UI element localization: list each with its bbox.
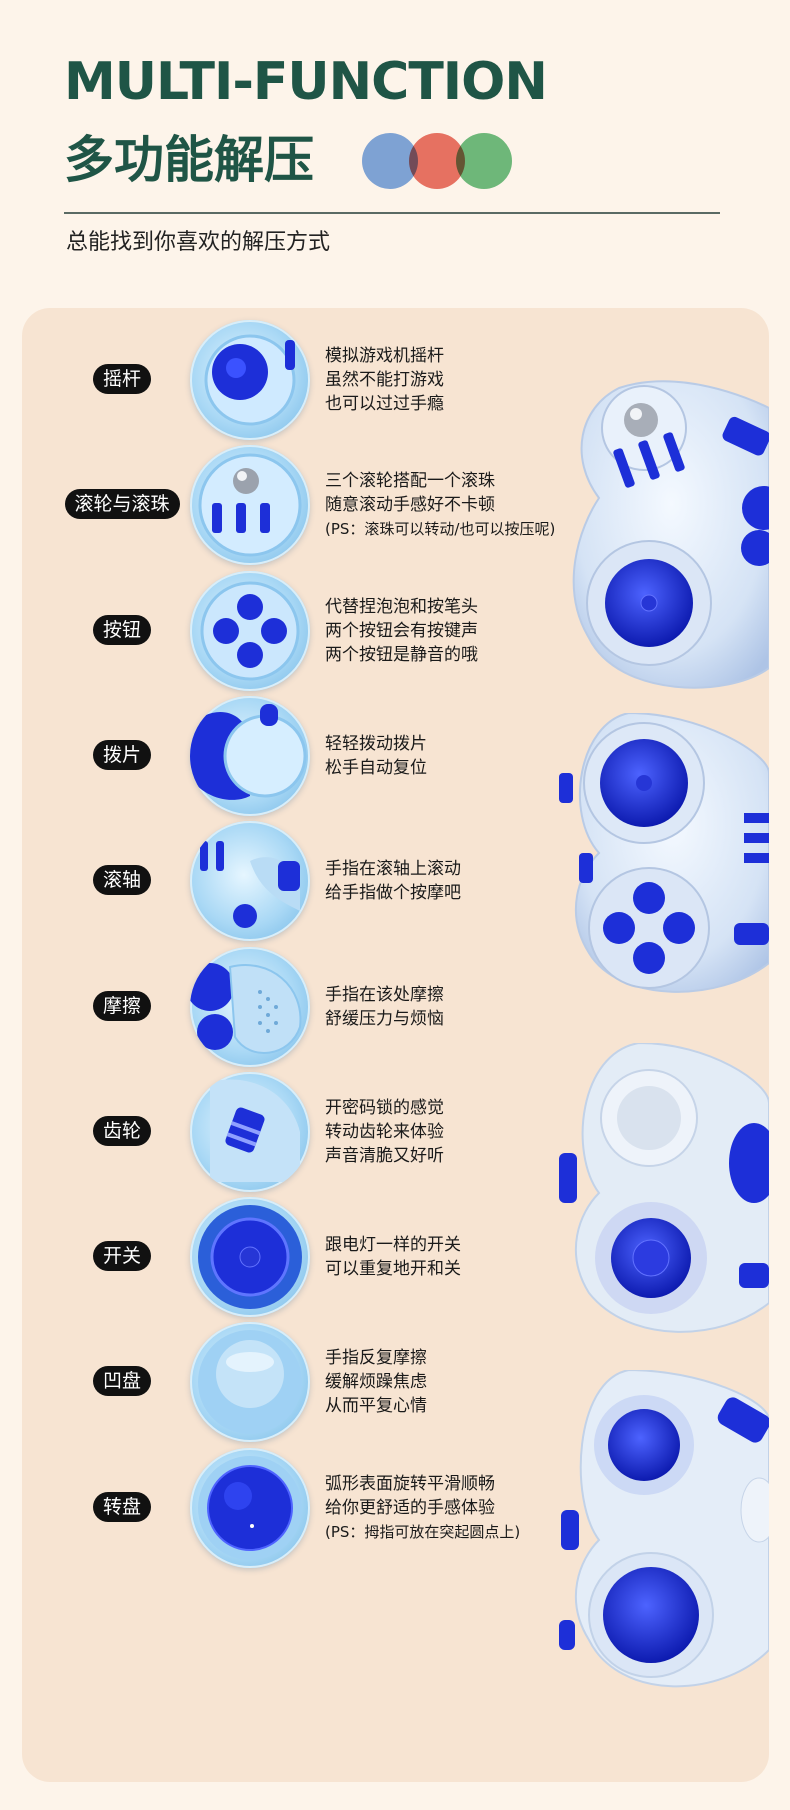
feature-label-badge: 凹盘 [93, 1366, 152, 1397]
description-line: 跟电灯一样的开关 [325, 1235, 461, 1256]
feature-label-badge: 摩擦 [93, 990, 152, 1021]
concave-disc-icon [190, 1322, 310, 1443]
feature-label-badge: 转盘 [93, 1491, 152, 1522]
roller-ball-icon [190, 445, 310, 566]
friction-icon [190, 946, 310, 1067]
description-line: 舒缓压力与烦恼 [325, 1008, 444, 1029]
product-photo-bottom [559, 1370, 769, 1700]
description-line: 三个滚轮搭配一个滚珠 [325, 471, 495, 492]
description-line: 模拟游戏机摇杆 [325, 346, 444, 366]
description-line: 虽然不能打游戏 [325, 370, 444, 390]
description-line: 代替捏泡泡和按笔头 [325, 596, 478, 617]
description-line: 开密码锁的感觉 [325, 1097, 444, 1118]
product-photo-top [559, 368, 769, 698]
feature-row: 摩擦 手指在该处摩擦舒缓压力与烦恼 [22, 946, 582, 1069]
feature-label-badge: 拨片 [93, 739, 152, 770]
feature-label-badge: 滚轮与滚珠 [64, 489, 180, 520]
description-line: 给你更舒适的手感体验 [325, 1497, 495, 1518]
feature-description: 开密码锁的感觉转动齿轮来体验声音清脆又好听 [325, 1096, 444, 1168]
description-line: 可以重复地开和关 [325, 1259, 461, 1280]
red-dot [409, 133, 465, 189]
color-dots [362, 133, 512, 189]
description-line: 也可以过过手瘾 [325, 394, 444, 414]
description-line: 随意滚动手感好不卡顿 [325, 495, 495, 516]
feature-row: 齿轮 开密码锁的感觉转动齿轮来体验声音清脆又好听 [22, 1071, 582, 1194]
title-english: MULTI-FUNCTION [64, 52, 548, 112]
green-dot [456, 133, 512, 189]
feature-description: 模拟游戏机摇杆虽然不能打游戏也可以过过手瘾 [325, 344, 444, 416]
description-note: (PS：拇指可放在突起圆点上) [325, 1522, 521, 1541]
blue-dot [362, 133, 418, 189]
feature-label-badge: 摇杆 [93, 364, 152, 394]
feature-description: 跟电灯一样的开关可以重复地开和关 [325, 1233, 461, 1281]
product-photo-middle [559, 713, 769, 1003]
description-line: 给手指做个按摩吧 [325, 883, 461, 904]
feature-description: 手指在该处摩擦舒缓压力与烦恼 [325, 983, 444, 1031]
subtitle: 总能找到你喜欢的解压方式 [66, 230, 331, 255]
feature-description: 手指反复摩擦缓解烦躁焦虑从而平复心情 [325, 1346, 427, 1418]
feature-row: 拨片 轻轻拨动拨片松手自动复位 [22, 695, 582, 818]
description-line: 手指反复摩擦 [325, 1348, 427, 1369]
header-divider [64, 212, 720, 214]
description-line: 缓解烦躁焦虑 [325, 1372, 427, 1393]
description-line: 两个按钮是静音的哦 [325, 644, 478, 665]
feature-row: 滚轴 手指在滚轴上滚动给手指做个按摩吧 [22, 821, 582, 943]
feature-row: 滚轮与滚珠 三个滚轮搭配一个滚珠随意滚动手感好不卡顿 (PS：滚珠可以转动/也可以按… [22, 445, 582, 567]
product-photo-lower [559, 1043, 769, 1343]
joystick-icon [190, 320, 310, 440]
toggle-lever-icon [190, 695, 310, 816]
feature-description: 代替捏泡泡和按笔头两个按钮会有按键声两个按钮是静音的哦 [325, 595, 478, 667]
description-line: 手指在该处摩擦 [325, 984, 444, 1005]
feature-row: 摇杆 模拟游戏机摇杆虽然不能打游戏也可以过过手瘾 [22, 320, 582, 442]
description-line: 松手自动复位 [325, 757, 427, 778]
description-line: 弧形表面旋转平滑顺畅 [325, 1473, 495, 1494]
feature-row: 按钮 代替捏泡泡和按笔头两个按钮会有按键声两个按钮是静音的哦 [22, 570, 582, 693]
description-line: 轻轻拨动拨片 [325, 733, 427, 754]
feature-row: 转盘 弧形表面旋转平滑顺畅给你更舒适的手感体验 (PS：拇指可放在突起圆点上) [22, 1447, 582, 1570]
feature-description: 弧形表面旋转平滑顺畅给你更舒适的手感体验 (PS：拇指可放在突起圆点上) [325, 1472, 520, 1544]
turntable-icon [190, 1447, 310, 1568]
description-line: 从而平复心情 [325, 1396, 427, 1417]
feature-label-badge: 开关 [93, 1241, 152, 1272]
roller-axis-icon [190, 821, 310, 942]
description-note: (PS：滚珠可以转动/也可以按压呢) [325, 520, 556, 539]
gear-icon [190, 1071, 310, 1192]
title-chinese: 多功能解压 [64, 131, 314, 189]
description-line: 两个按钮会有按键声 [325, 620, 478, 641]
description-line: 转动齿轮来体验 [325, 1121, 444, 1142]
header: MULTI-FUNCTION 多功能解压 总能找到你喜欢的解压方式 [0, 0, 790, 300]
feature-label-badge: 滚轴 [93, 865, 152, 896]
feature-panel: 摇杆 模拟游戏机摇杆虽然不能打游戏也可以过过手瘾滚轮与滚珠 三个滚轮搭配一个滚珠随意… [22, 308, 769, 1782]
feature-row: 开关 跟电灯一样的开关可以重复地开和关 [22, 1197, 582, 1319]
feature-description: 三个滚轮搭配一个滚珠随意滚动手感好不卡顿 (PS：滚珠可以转动/也可以按压呢) [325, 469, 555, 541]
feature-row: 凹盘 手指反复摩擦缓解烦躁焦虑从而平复心情 [22, 1322, 582, 1444]
feature-label-badge: 按钮 [93, 614, 152, 645]
feature-description: 轻轻拨动拨片松手自动复位 [325, 732, 427, 780]
description-line: 手指在滚轴上滚动 [325, 859, 461, 880]
feature-label-badge: 齿轮 [93, 1115, 152, 1146]
buttons-icon [190, 570, 310, 691]
switch-icon [190, 1197, 310, 1318]
description-line: 声音清脆又好听 [325, 1145, 444, 1166]
feature-description: 手指在滚轴上滚动给手指做个按摩吧 [325, 857, 461, 905]
